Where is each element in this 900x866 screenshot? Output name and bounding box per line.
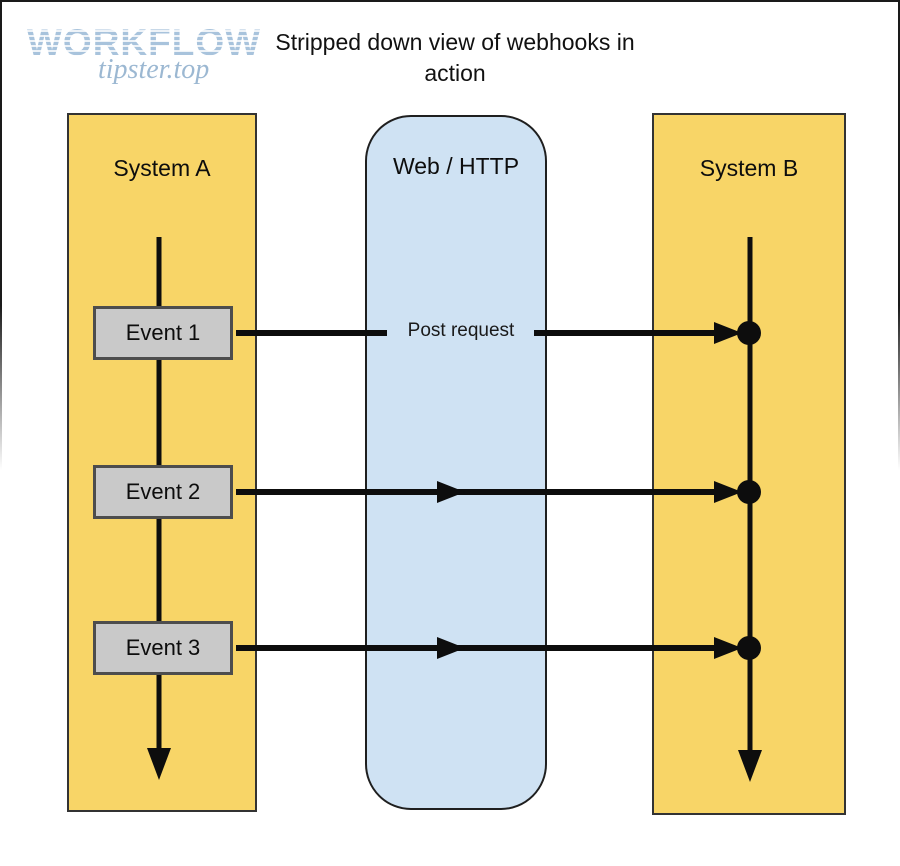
lane-system-b: System B bbox=[652, 113, 846, 815]
diagram-title-line1: Stripped down view of webhooks in bbox=[275, 29, 635, 55]
post-request-label: Post request bbox=[407, 320, 515, 341]
event-box-1: Event 1 bbox=[93, 306, 233, 360]
frame-border-left bbox=[0, 0, 2, 470]
diagram-title: Stripped down view of webhooks in action bbox=[205, 27, 705, 89]
lane-system-a: System A bbox=[67, 113, 257, 812]
lane-web-http: Web / HTTP bbox=[365, 115, 547, 810]
lane-system-a-label: System A bbox=[113, 155, 211, 181]
lane-system-b-label: System B bbox=[699, 155, 799, 181]
frame-border-top bbox=[0, 0, 900, 2]
diagram-title-line2: action bbox=[424, 60, 486, 86]
frame-border-right bbox=[898, 0, 900, 470]
event-box-3-label: Event 3 bbox=[125, 635, 201, 660]
event-box-2: Event 2 bbox=[93, 465, 233, 519]
event-box-3: Event 3 bbox=[93, 621, 233, 675]
lane-web-http-label: Web / HTTP bbox=[392, 153, 520, 179]
watermark-brand: WORKFLOW bbox=[27, 22, 262, 64]
event-box-2-label: Event 2 bbox=[125, 479, 201, 504]
event-box-1-label: Event 1 bbox=[125, 320, 201, 345]
watermark-domain: tipster.top bbox=[98, 54, 210, 85]
